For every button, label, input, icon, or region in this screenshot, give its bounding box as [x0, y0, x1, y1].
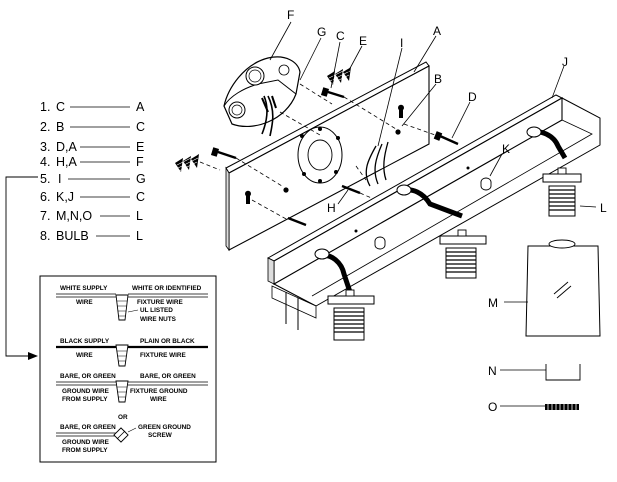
step-target: F: [136, 155, 144, 169]
step-number: 4.: [40, 155, 50, 169]
mounting-screw-icon: [210, 147, 237, 160]
step-2: 2. B C: [40, 120, 145, 134]
step-part: C: [56, 100, 65, 114]
black-fixture-label: PLAIN OR BLACK: [140, 338, 195, 345]
ground-supply-label: BARE, OR GREEN: [60, 373, 116, 380]
wire-nut-icon: [115, 294, 129, 321]
step-target: C: [136, 120, 145, 134]
step-3: 3. D,A E: [40, 140, 144, 154]
wire-nuts-label: WIRE NUTS: [140, 316, 177, 323]
step-part: D,A: [56, 140, 78, 154]
step-target: A: [136, 100, 145, 114]
screw-icon: [287, 184, 361, 227]
step-part: H,A: [56, 155, 78, 169]
center-plate: [297, 126, 343, 184]
ul-listed-label: UL LISTED: [140, 307, 173, 314]
assembly-steps: 1. C A 2. B C 3. D,A E 4. H,A F 5. I G: [40, 100, 146, 243]
label-k: K: [502, 142, 510, 156]
step-number: 7.: [40, 209, 50, 223]
label-h: H: [327, 201, 336, 215]
step-1: 1. C A: [40, 100, 145, 114]
step-7: 7. M,N,O L: [40, 209, 143, 223]
mounting-strap: [225, 61, 430, 252]
label-i: I: [400, 36, 403, 50]
white-fixture-wire-label: FIXTURE WIRE: [137, 299, 184, 306]
step-number: 6.: [40, 190, 50, 204]
step-target: C: [136, 190, 145, 204]
label-j: J: [562, 55, 568, 69]
label-c: C: [336, 29, 345, 43]
screw-label: SCREW: [148, 432, 173, 439]
shade-bracket: [545, 364, 581, 381]
step5-pointer-arrow: [5, 176, 38, 360]
shade-nut: [545, 404, 579, 410]
fixture-wires: [365, 141, 389, 187]
outlet-box: [223, 56, 301, 128]
knob: [374, 236, 386, 250]
label-l: L: [600, 201, 607, 215]
green-ground-label: GREEN GROUND: [138, 424, 191, 431]
white-supply-wire-label: WIRE: [76, 299, 93, 306]
green-ground-screw-icon: [113, 427, 129, 443]
step-6: 6. K,J C: [40, 190, 145, 204]
callout-lines: [269, 21, 597, 407]
ground-wire-label: GROUND WIRE: [62, 388, 110, 395]
step-number: 5.: [40, 172, 50, 186]
wire-nuts-left: [175, 154, 199, 172]
step-number: 3.: [40, 140, 50, 154]
wiring-box: [39, 275, 217, 463]
fixture-ground-label: FIXTURE GROUND: [130, 388, 188, 395]
step-target: L: [136, 209, 143, 223]
label-f: F: [287, 8, 294, 22]
ground-fixture-label: BARE, OR GREEN: [140, 373, 196, 380]
supply-wires: [261, 95, 274, 137]
lamp-socket-middle: [396, 184, 487, 279]
label-o: O: [488, 400, 497, 414]
step-part: M,N,O: [56, 209, 92, 223]
label-d: D: [468, 90, 477, 104]
ground-supply-alt-label: BARE, OR GREEN: [60, 424, 116, 431]
step-part: B: [56, 120, 64, 134]
lamp-socket-left: [314, 248, 375, 341]
white-fixture-label: WHITE OR IDENTIFIED: [132, 285, 202, 292]
white-supply-label: WHITE SUPPLY: [60, 285, 108, 292]
glass-shade: [525, 239, 601, 337]
lamp-socket-right: [526, 126, 582, 217]
mounting-screw-icon: [320, 87, 345, 99]
wire-nuts-right: [327, 67, 351, 85]
step-part: K,J: [56, 190, 74, 204]
from-supply-alt-label: FROM SUPPLY: [62, 447, 108, 454]
label-m: M: [488, 296, 498, 310]
black-fixture-wire-label: FIXTURE WIRE: [140, 352, 187, 359]
label-n: N: [488, 364, 497, 378]
black-supply-wire-label: WIRE: [76, 352, 93, 359]
label-g: G: [317, 25, 326, 39]
step-5: 5. I G: [40, 172, 146, 186]
step-part: I: [58, 172, 61, 186]
part-labels: F G C E I A B D J K H L M N O: [287, 8, 607, 414]
alignment-lines: [199, 83, 439, 221]
step-8: 8. BULB L: [40, 229, 143, 243]
step-number: 1.: [40, 100, 50, 114]
ground-wire-alt-label: GROUND WIRE: [62, 439, 110, 446]
wire-nut-icon: [115, 344, 129, 367]
step-target: E: [136, 140, 144, 154]
label-e: E: [359, 34, 367, 48]
label-b: B: [434, 72, 442, 86]
fixture-ground-wire-label: WIRE: [150, 396, 167, 403]
wire-nut-icon: [115, 380, 129, 403]
or-label: OR: [118, 414, 128, 421]
label-a: A: [433, 24, 441, 38]
step-target: G: [136, 172, 146, 186]
from-supply-label: FROM SUPPLY: [62, 396, 108, 403]
black-supply-label: BLACK SUPPLY: [60, 338, 110, 345]
step-target: L: [136, 229, 143, 243]
step-4: 4. H,A F: [40, 155, 144, 169]
wiring-diagram: WHITE SUPPLY WHITE OR IDENTIFIED WIRE FI…: [39, 275, 217, 463]
step-number: 8.: [40, 229, 50, 243]
step-number: 2.: [40, 120, 50, 134]
step-part: BULB: [56, 229, 89, 243]
knob: [480, 177, 492, 191]
